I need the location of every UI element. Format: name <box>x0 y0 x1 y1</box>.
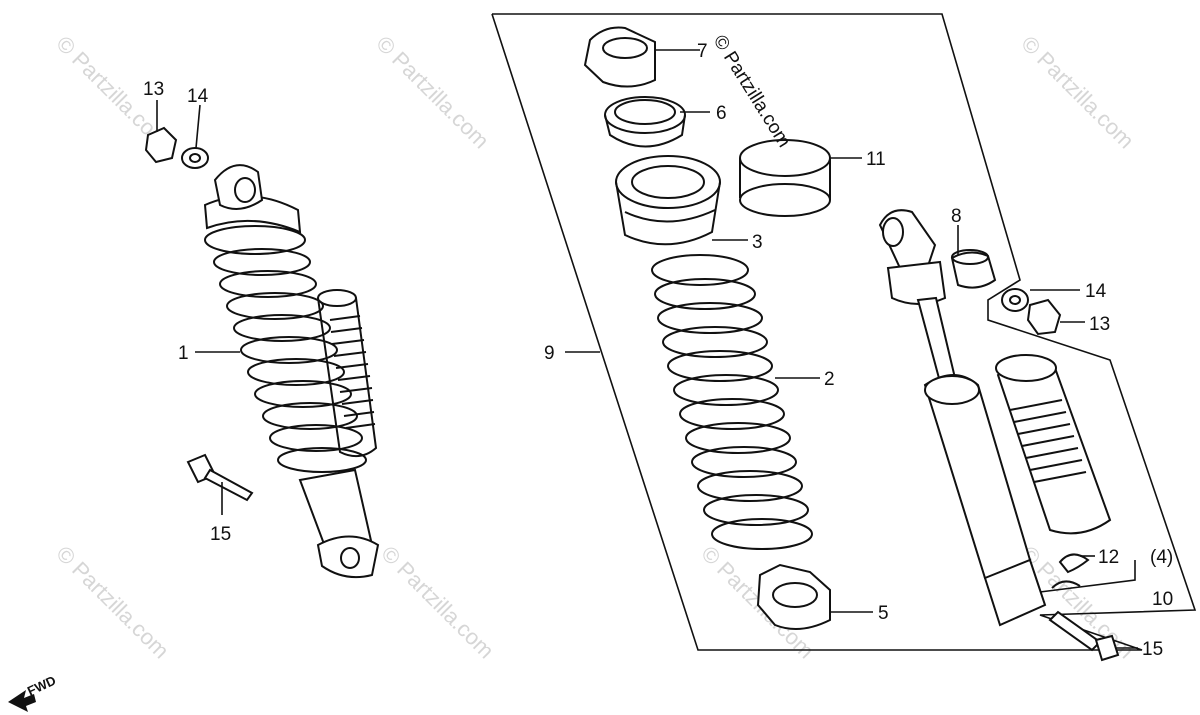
spring-stopper-bottom <box>756 563 831 630</box>
callout-13-right: 13 <box>1089 314 1110 335</box>
bolt-right <box>1048 610 1120 662</box>
nut-right <box>1026 298 1062 336</box>
callout-11: 11 <box>866 149 886 170</box>
damper-unit <box>878 209 1047 627</box>
callout-10: 10 <box>1152 589 1173 610</box>
shock-spring-coils <box>204 225 367 473</box>
nut-left <box>144 126 178 164</box>
callout-14-left: 14 <box>187 86 209 107</box>
callout-15-left: 15 <box>210 524 231 545</box>
callout-15-right: 15 <box>1142 639 1163 660</box>
watermark: © Partzilla.com <box>376 541 499 664</box>
callout-12: 12 <box>1098 547 1119 568</box>
watermark-layer: © Partzilla.com © Partzilla.com © Partzi… <box>51 31 1139 664</box>
reservoir <box>316 289 378 458</box>
watermark: © Partzilla.com <box>371 31 494 154</box>
spring-guide-ring <box>739 139 831 217</box>
callout-7: 7 <box>697 41 708 62</box>
main-spring <box>651 254 813 550</box>
watermark-embedded: © Partzilla.com <box>709 32 795 152</box>
collar <box>950 249 997 289</box>
assembled-shock-absorber <box>203 164 380 579</box>
reservoir-right <box>995 354 1112 535</box>
watermark: © Partzilla.com <box>51 541 174 664</box>
washer-right <box>1001 288 1029 312</box>
callout-1: 1 <box>178 343 189 364</box>
callout-8: 8 <box>951 206 962 227</box>
callout-2: 2 <box>824 369 835 390</box>
spring-seat-ring <box>604 96 686 148</box>
callout-leaders <box>156 49 1138 649</box>
callout-13-left: 13 <box>143 79 164 100</box>
watermark: © Partzilla.com <box>1016 31 1139 154</box>
callout-5: 5 <box>878 603 889 624</box>
callout-6: 6 <box>716 103 727 124</box>
callout-9: 9 <box>544 343 555 364</box>
callout-12-quantity: (4) <box>1150 547 1173 568</box>
fwd-arrow-icon: FWD <box>8 673 58 712</box>
bolt-left <box>186 453 254 502</box>
fwd-label: FWD <box>25 673 58 699</box>
collar-clip <box>1051 553 1090 589</box>
spring-adjuster <box>615 155 721 246</box>
callout-labels: 13 14 1 15 7 6 11 3 9 2 5 8 14 13 12 (4)… <box>143 41 1173 660</box>
assembly-outline <box>491 13 1197 651</box>
callout-3: 3 <box>752 232 763 253</box>
washer-left <box>181 147 209 169</box>
callout-14-right: 14 <box>1085 281 1107 302</box>
spring-stopper-top <box>583 26 656 88</box>
